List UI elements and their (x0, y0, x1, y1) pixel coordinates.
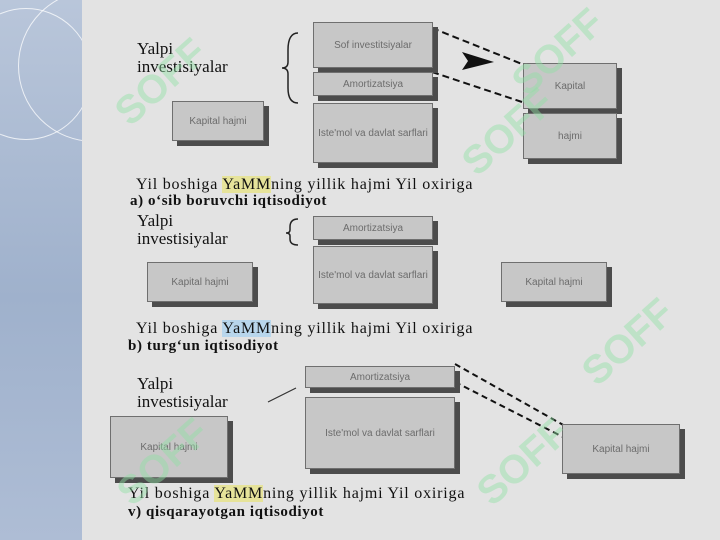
box-capital-end-c: Kapital hajmi (562, 424, 680, 474)
box-consumption-gov-c: Iste'mol va davlat sarflari (305, 397, 455, 469)
gdp-highlight-c: YaMM (214, 485, 264, 502)
box-capital-start-b: Kapital hajmi (147, 262, 253, 302)
gdp-highlight-b: YaMM (222, 320, 272, 337)
box-amortization-b: Amortizatsiya (313, 216, 433, 240)
timeline-row-c: Yil boshiga YaMMning yillik hajmi Yil ox… (128, 485, 466, 502)
box-capital-start-c: Kapital hajmi (110, 416, 228, 478)
box-consumption-gov-a: Iste'mol va davlat sarflari (313, 103, 433, 163)
box-capital-end-a: Kapital (523, 63, 617, 109)
box-net-investment-a: Sof investitsiyalar (313, 22, 433, 68)
box-consumption-gov-b: Iste'mol va davlat sarflari (313, 246, 433, 304)
caption-a: a) o‘sib boruvchi iqtisodiyot (130, 193, 328, 209)
label-gross-investment-b: Yalpi investisiyalar (137, 211, 228, 248)
label-gross-investment-a: Yalpi investisiyalar (137, 39, 228, 76)
box-capital-end-b: Kapital hajmi (501, 262, 607, 302)
label-gross-investment-c: Yalpi investisiyalar (137, 374, 228, 411)
box-capital-start-a: Kapital hajmi (172, 101, 264, 141)
box-amortization-c: Amortizatsiya (305, 366, 455, 388)
box-amortization-a: Amortizatsiya (313, 72, 433, 96)
box-capital-end-a-lower: hajmi (523, 113, 617, 159)
left-decorative-panel (0, 0, 170, 540)
caption-b: b) turg‘un iqtisodiyot (128, 338, 279, 354)
timeline-row-b: Yil boshiga YaMMning yillik hajmi Yil ox… (136, 320, 474, 337)
gdp-highlight-a: YaMM (222, 176, 272, 193)
caption-c: v) qisqarayotgan iqtisodiyot (128, 504, 324, 520)
timeline-row-a: Yil boshiga YaMMning yillik hajmi Yil ox… (136, 176, 474, 193)
